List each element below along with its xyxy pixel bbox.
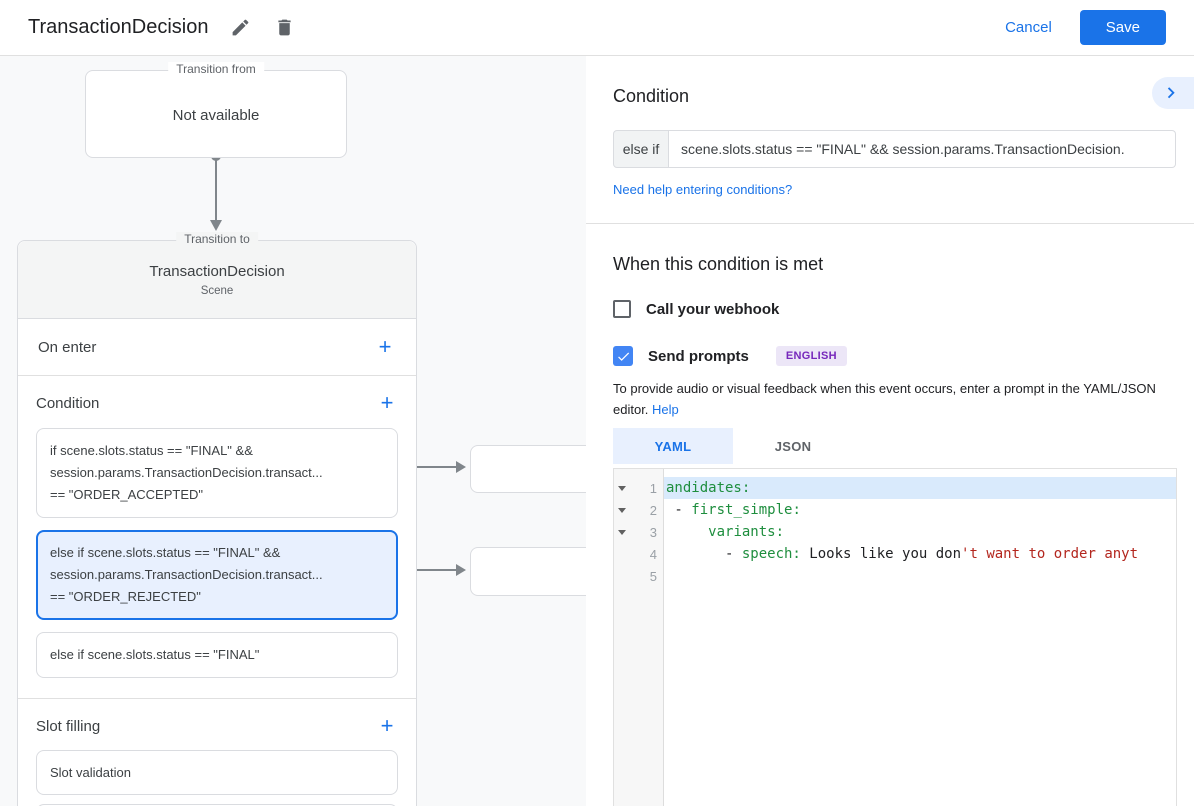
- scene-title: TransactionDecision: [149, 262, 285, 280]
- transition-from-box: Transition from Not available: [85, 62, 347, 158]
- transition-target-box-2[interactable]: [470, 547, 586, 596]
- tab-yaml[interactable]: YAML: [613, 428, 733, 464]
- webhook-row: Call your webhook: [613, 300, 1176, 318]
- line-number: 1: [649, 480, 657, 496]
- send-prompts-checkbox[interactable]: [613, 346, 633, 366]
- condition-text: session.params.TransactionDecision.trans…: [50, 465, 323, 480]
- slot-filling-label: Slot filling: [36, 717, 101, 735]
- condition-card-final[interactable]: else if scene.slots.status == "FINAL": [36, 632, 398, 678]
- webhook-label: Call your webhook: [646, 300, 780, 318]
- condition-prefix-label: else if: [613, 130, 669, 168]
- transition-from-label: Transition from: [168, 62, 264, 76]
- on-enter-row: On enter: [18, 319, 416, 376]
- conditions-help-link[interactable]: Need help entering conditions?: [613, 182, 793, 197]
- transition-from-value: Not available: [172, 107, 260, 124]
- condition-text: session.params.TransactionDecision.trans…: [50, 567, 323, 582]
- condition-section: Condition if scene.slots.status == "FINA…: [18, 376, 416, 699]
- add-condition-button[interactable]: [376, 392, 398, 414]
- checkmark-icon: [616, 349, 631, 364]
- condition-detail-panel: Condition else if Need help entering con…: [586, 56, 1194, 806]
- condition-card-rejected-selected[interactable]: else if scene.slots.status == "FINAL" &&…: [36, 530, 398, 620]
- yaml-key: speech:: [741, 546, 801, 562]
- on-enter-label: On enter: [38, 338, 97, 356]
- editor-tabs: YAML JSON: [613, 428, 1176, 464]
- page-title: TransactionDecision: [28, 16, 209, 38]
- fold-arrow-icon[interactable]: [614, 529, 630, 535]
- condition-text: == "ORDER_REJECTED": [50, 589, 201, 604]
- condition-card-accepted[interactable]: if scene.slots.status == "FINAL" && sess…: [36, 428, 398, 518]
- line-number: 4: [649, 546, 657, 562]
- top-bar: TransactionDecision Cancel Save: [0, 0, 1194, 56]
- yaml-indent: [666, 524, 708, 540]
- send-prompts-row: Send prompts ENGLISH: [613, 346, 1176, 366]
- slot-validation-card[interactable]: Slot validation: [36, 750, 398, 795]
- section-divider: [586, 223, 1194, 224]
- yaml-dash: -: [666, 502, 692, 518]
- yaml-key: variants:: [708, 524, 785, 540]
- add-slot-button[interactable]: [376, 715, 398, 737]
- editor-gutter: 1 2 3 4 5: [614, 469, 664, 806]
- edit-title-button[interactable]: [228, 16, 252, 40]
- condition-text: else if scene.slots.status == "FINAL" &&: [50, 545, 281, 560]
- code-editor[interactable]: 1 2 3 4 5: [613, 468, 1177, 806]
- delete-scene-button[interactable]: [272, 16, 296, 40]
- when-met-heading: When this condition is met: [613, 254, 824, 274]
- chevron-right-icon: [1160, 82, 1182, 104]
- tab-json[interactable]: JSON: [774, 438, 812, 454]
- code-line-4: - speech: Looks like you don't want to o…: [664, 543, 1176, 565]
- condition-panel-heading: Condition: [613, 86, 690, 106]
- add-on-enter-button[interactable]: [374, 336, 396, 358]
- yaml-string: 't want to order anyt: [961, 546, 1139, 562]
- flow-canvas: Transition from Not available Transition…: [0, 56, 586, 806]
- yaml-plain-text: Looks like you don: [800, 546, 962, 562]
- trash-icon: [274, 17, 295, 38]
- slot-filling-section: Slot filling Slot validation: [18, 699, 416, 806]
- condition-text: else if scene.slots.status == "FINAL": [50, 647, 260, 662]
- yaml-key: andidates:: [666, 480, 751, 496]
- prompt-description-text: To provide audio or visual feedback when…: [613, 381, 1156, 417]
- help-link[interactable]: Help: [652, 402, 679, 417]
- condition-text: if scene.slots.status == "FINAL" &&: [50, 443, 253, 458]
- pencil-icon: [230, 17, 251, 38]
- condition-expression-group: else if: [613, 130, 1176, 168]
- prompt-description: To provide audio or visual feedback when…: [613, 378, 1173, 420]
- transition-to-panel: Transition to TransactionDecision Scene …: [17, 232, 417, 806]
- save-button[interactable]: Save: [1079, 10, 1166, 45]
- code-line-3: variants:: [664, 521, 1176, 543]
- fold-arrow-icon[interactable]: [614, 507, 630, 513]
- scene-subtitle: Scene: [200, 284, 234, 297]
- line-number: 3: [649, 524, 657, 540]
- cancel-button[interactable]: Cancel: [1005, 19, 1052, 36]
- fold-arrow-icon[interactable]: [614, 485, 630, 491]
- collapse-panel-button[interactable]: [1152, 77, 1194, 109]
- webhook-checkbox[interactable]: [613, 300, 631, 318]
- send-prompts-label: Send prompts: [648, 347, 749, 365]
- code-line-2: - first_simple:: [664, 499, 1176, 521]
- code-line-5: [664, 565, 1176, 587]
- editor-code-area[interactable]: andidates: - first_simple: variants: - s…: [664, 469, 1176, 806]
- line-number: 2: [649, 502, 657, 518]
- scene-header: TransactionDecision Scene: [18, 241, 416, 319]
- transition-target-box-1[interactable]: [470, 445, 586, 493]
- yaml-dash: -: [666, 546, 742, 562]
- code-line-1: andidates:: [664, 477, 1176, 499]
- transition-to-label: Transition to: [176, 232, 258, 246]
- condition-expression-input[interactable]: [669, 130, 1176, 168]
- condition-text: == "ORDER_ACCEPTED": [50, 487, 203, 502]
- yaml-key: first_simple:: [691, 502, 801, 518]
- language-badge: ENGLISH: [775, 346, 847, 366]
- condition-section-label: Condition: [36, 394, 100, 412]
- line-number: 5: [649, 568, 657, 584]
